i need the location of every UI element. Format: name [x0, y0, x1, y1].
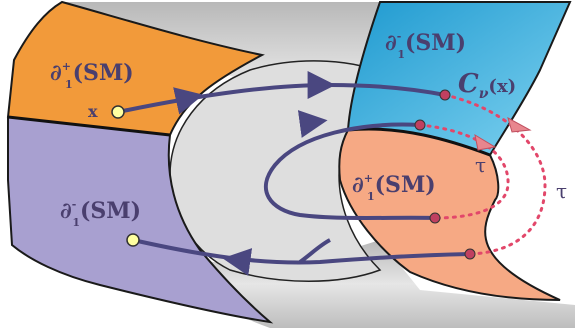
pink-arrow-inner [474, 133, 497, 151]
label-curve-c: Cν(x) [458, 69, 516, 102]
label-top-right: ∂-1(SM) [385, 30, 466, 61]
dot-loop-end [429, 212, 441, 224]
label-tau-outer: τ [556, 179, 567, 203]
arrow-on-top-curve [173, 87, 204, 115]
label-top-left: ∂+1(SM) [50, 60, 134, 91]
label-mid-right: ∂+1(SM) [352, 172, 436, 203]
right-divider [347, 127, 491, 157]
point-x [111, 105, 125, 119]
arrow-on-loop [297, 110, 328, 138]
left-divider [7, 115, 171, 137]
dot-c-end [439, 89, 451, 101]
tau-dotted-inner [418, 123, 510, 220]
curve-loop [263, 122, 436, 220]
orange-surface [6, 0, 265, 137]
dot-lower-end [464, 248, 476, 260]
label-tau-inner: τ [475, 153, 486, 177]
pink-arrow-outer [507, 116, 532, 133]
label-bottom-left: ∂-1(SM) [60, 198, 141, 229]
arrow-on-lower [222, 248, 253, 276]
curve-lower-to-middle [298, 238, 331, 264]
tau-dotted-outer [443, 93, 547, 256]
dot-loop-start [414, 119, 426, 131]
point-lower-left [126, 233, 140, 247]
label-point-x: x [88, 102, 98, 121]
lavender-surface [7, 115, 274, 324]
curve-lower [132, 238, 471, 265]
